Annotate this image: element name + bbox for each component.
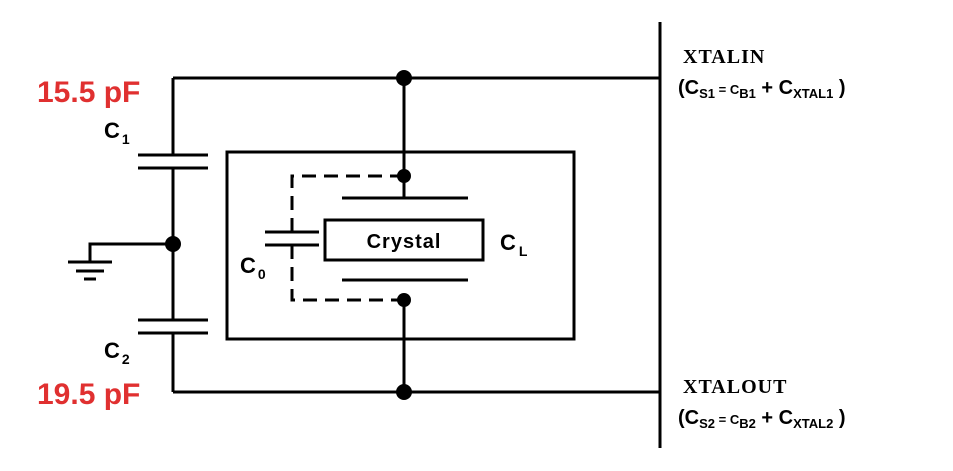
xtalout-equation: (CS2 = CB2 + CXTAL2 )	[678, 407, 846, 431]
junction-c0-top	[397, 169, 411, 183]
c0-dashed-top	[290, 174, 404, 232]
ground-wire	[88, 242, 173, 262]
wires	[68, 22, 662, 448]
c0-dashed-path	[290, 174, 404, 302]
junction-ground	[165, 236, 181, 252]
xtalin-equation: (CS1 = CB1 + CXTAL1 )	[678, 77, 846, 101]
c1-value-label: 15.5 pF	[37, 76, 140, 109]
crystal-box	[225, 150, 576, 341]
junction-bottom	[396, 384, 412, 400]
c0-dashed-bottom	[290, 245, 404, 302]
crystal-body	[323, 218, 485, 262]
xtalin-label: XTALIN	[683, 46, 765, 68]
crystal-label: Crystal	[367, 231, 442, 253]
junction-top	[396, 70, 412, 86]
junction-dots	[165, 70, 412, 400]
junction-c0-bottom	[397, 293, 411, 307]
xtalout-label: XTALOUT	[683, 376, 787, 398]
c2-value-label: 19.5 pF	[37, 378, 140, 411]
